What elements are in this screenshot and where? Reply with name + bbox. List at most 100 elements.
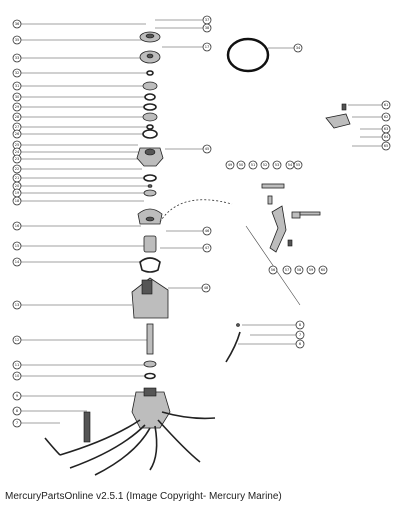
callout-number: 35 [15,38,20,42]
callout-number: 29 [15,105,20,109]
callout-number: 62 [384,115,389,119]
shaft-part [146,323,154,355]
washer-stack [142,70,158,139]
callout-7: 7 [12,418,22,428]
callout-30: 30 [12,92,22,102]
callout-number: 50 [239,163,244,167]
callout-13: 13 [12,300,22,310]
callout-number: 63 [384,127,389,131]
callout-number: 24 [15,150,20,154]
callout-25: 25 [12,140,22,150]
callout-number: 7 [299,333,301,337]
callout-18: 18 [12,196,22,206]
callout-number: 10 [15,374,20,378]
housing-part [136,147,164,167]
drive-belt [226,37,270,73]
callout-48: 48 [201,283,211,293]
callout-8: 8 [12,406,22,416]
callout-number: 8 [16,409,19,413]
callout-7: 7 [295,330,305,340]
exploded-parts-diagram: 3635333231302928272625242322212019181615… [12,15,391,476]
callout-number: 23 [15,157,20,161]
callout-number: 32 [15,71,20,75]
callout-number: 48 [204,286,209,290]
callout-number: 16 [15,224,20,228]
callout-32: 32 [12,68,22,78]
callout-12: 12 [12,335,22,345]
callout-61: 61 [381,100,391,110]
callout-47: 47 [202,243,212,253]
callout-26: 26 [12,129,22,139]
callout-53: 53 [272,160,282,170]
callout-59: 59 [306,265,316,275]
callout-number: 31 [15,84,20,88]
callout-number: 14 [15,260,20,264]
callout-number: 33 [15,56,20,60]
callout-19: 19 [12,188,22,198]
copyright-caption: MercuryPartsOnline v2.5.1 (Image Copyrig… [5,491,282,502]
callout-37: 37 [202,15,212,25]
callout-24: 24 [12,147,22,157]
callout-number: 49 [228,163,233,167]
callout-28: 28 [12,112,22,122]
callout-number: 21 [15,176,20,180]
callout-23: 23 [12,154,22,164]
callout-65: 65 [381,141,391,151]
callout-55: 55 [293,160,303,170]
callout-number: 13 [15,303,20,307]
callout-number: 65 [384,144,389,148]
callout-33: 33 [12,53,22,63]
bushing-stack [137,174,163,225]
callout-number: 19 [15,191,20,195]
callout-number: 64 [384,135,389,139]
callout-number: 7 [16,421,18,425]
callout-number: 55 [296,163,301,167]
callout-14: 14 [12,257,22,267]
callout-56: 56 [268,265,278,275]
callout-21: 21 [12,173,22,183]
callout-number: 47 [205,246,210,250]
cap-part [139,31,161,43]
callout-36: 36 [12,19,22,29]
callout-number: 54 [288,163,293,167]
callout-52: 52 [260,160,270,170]
callout-number: 17 [205,45,210,49]
callout-number: 6 [299,342,302,346]
callout-number: 30 [15,95,20,99]
callout-63: 63 [381,124,391,134]
callout-15: 15 [12,241,22,251]
coupling-part [139,235,161,273]
linkage-assembly [261,183,321,253]
callout-54: 54 [285,160,295,170]
callout-49: 49 [225,160,235,170]
callout-11: 11 [12,360,22,370]
callout-number: 20 [15,184,20,188]
callout-number: 11 [15,363,20,367]
callout-16: 16 [12,221,22,231]
callout-number: 36 [15,22,20,26]
callout-50: 50 [236,160,246,170]
callout-number: 25 [15,143,20,147]
callout-62: 62 [381,112,391,122]
callout-57: 57 [282,265,292,275]
callout-35: 35 [12,35,22,45]
callout-64: 64 [381,132,391,142]
callout-number: 15 [15,244,20,248]
callout-31: 31 [12,81,22,91]
callout-number: 8 [299,323,302,327]
callout-number: 22 [15,167,20,171]
callout-number: 60 [321,268,326,272]
callout-29: 29 [12,102,22,112]
callout-58: 58 [294,265,304,275]
callout-number: 18 [15,199,20,203]
gear-stack [143,360,157,380]
callout-6: 6 [295,339,305,349]
callout-9: 9 [12,391,22,401]
callout-8: 8 [295,320,305,330]
control-cable [159,199,301,306]
callout-number: 12 [15,338,20,342]
callout-51: 51 [248,160,258,170]
callout-number: 57 [285,268,290,272]
